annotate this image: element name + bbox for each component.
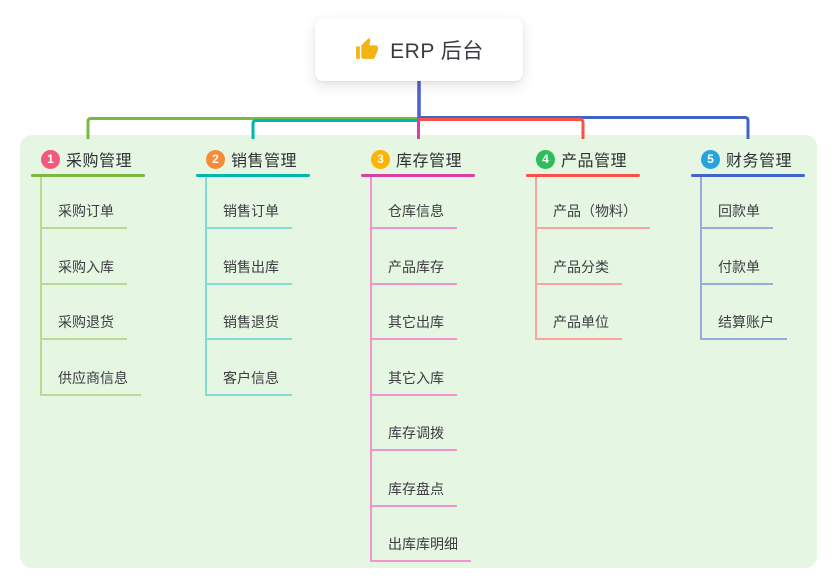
branch-item: 产品库存 bbox=[372, 229, 457, 285]
branch-item-label: 付款单 bbox=[718, 258, 760, 275]
branch-item-label: 其它出库 bbox=[388, 314, 444, 330]
branch-item-label: 仓库信息 bbox=[388, 203, 444, 219]
branch-item-label: 结算账户 bbox=[718, 314, 774, 330]
branch-item: 产品分类 bbox=[537, 229, 622, 285]
branch-item: 回款单 bbox=[702, 177, 773, 229]
branch-title: 销售管理 bbox=[231, 153, 298, 170]
branch-item: 销售退货 bbox=[207, 285, 292, 340]
branch-number-badge: 5 bbox=[701, 149, 720, 169]
branch-number-badge: 2 bbox=[206, 149, 225, 169]
branch-underline bbox=[361, 174, 475, 177]
branch-item-label: 库存调拨 bbox=[388, 425, 444, 441]
branch-header: 2 销售管理 bbox=[196, 148, 358, 170]
panel-background bbox=[20, 135, 817, 568]
branch-items: 仓库信息产品库存其它出库其它入库库存调拨库存盘点出库库明细 bbox=[370, 177, 471, 562]
branch-item: 采购订单 bbox=[42, 177, 127, 229]
branch-column: 4 产品管理 产品（物料） 产品分类产品单位 bbox=[526, 148, 688, 340]
branch-item-label: 产品单位 bbox=[553, 314, 609, 330]
branch-item-label: 销售退货 bbox=[223, 314, 279, 330]
branch-item: 销售出库 bbox=[207, 229, 292, 285]
branch-column: 2 销售管理 销售订单销售出库销售退货客户信息 bbox=[196, 148, 358, 396]
branch-title: 财务管理 bbox=[726, 153, 793, 170]
branch-title: 采购管理 bbox=[66, 153, 133, 170]
branch-column: 5 财务管理 回款单付款单结算账户 bbox=[691, 148, 839, 340]
branch-item-label: 采购入库 bbox=[58, 258, 114, 275]
branch-item-label: 出库库明细 bbox=[388, 536, 458, 552]
branch-item: 付款单 bbox=[702, 229, 773, 285]
thumbs-up-icon-path bbox=[356, 38, 379, 59]
branch-item: 库存调拨 bbox=[372, 396, 457, 451]
branch-underline bbox=[691, 174, 805, 177]
branch-number-badge: 4 bbox=[536, 149, 555, 169]
branch-item: 结算账户 bbox=[702, 285, 787, 340]
branch-column: 1 采购管理 采购订单采购入库采购退货供应商信息 bbox=[31, 148, 193, 396]
branch-title: 库存管理 bbox=[396, 153, 463, 170]
branch-item: 产品（物料） bbox=[537, 177, 650, 229]
branch-item-label: 产品（物料） bbox=[553, 203, 637, 219]
branch-item-label: 产品分类 bbox=[553, 258, 609, 275]
branch-item: 其它出库 bbox=[372, 285, 457, 340]
root-node: ERP 后台 bbox=[315, 18, 523, 81]
thumbs-up-icon bbox=[356, 38, 379, 59]
branch-header: 3 库存管理 bbox=[361, 148, 523, 170]
branch-item-label: 销售订单 bbox=[223, 203, 279, 219]
branch-item-label: 采购订单 bbox=[58, 203, 114, 219]
branch-item-label: 销售出库 bbox=[223, 258, 279, 275]
branch-title: 产品管理 bbox=[561, 153, 628, 170]
branch-item-label: 库存盘点 bbox=[388, 480, 444, 497]
branch-item-label: 其它入库 bbox=[388, 369, 444, 386]
branch-items: 回款单付款单结算账户 bbox=[700, 177, 787, 340]
branch-item-label: 采购退货 bbox=[58, 314, 114, 330]
branch-item: 产品单位 bbox=[537, 285, 622, 340]
branch-header: 4 产品管理 bbox=[526, 148, 688, 170]
branch-item: 库存盘点 bbox=[372, 451, 457, 507]
branch-header: 1 采购管理 bbox=[31, 148, 193, 170]
branch-item: 销售订单 bbox=[207, 177, 292, 229]
branch-number-badge: 1 bbox=[41, 149, 60, 169]
branch-item: 采购入库 bbox=[42, 229, 127, 285]
branch-item-label: 回款单 bbox=[718, 203, 760, 219]
branch-underline bbox=[196, 174, 310, 177]
branch-item: 供应商信息 bbox=[42, 340, 141, 396]
branch-item-label: 供应商信息 bbox=[58, 369, 128, 386]
branch-underline bbox=[31, 174, 145, 177]
branch-item: 客户信息 bbox=[207, 340, 292, 396]
root-title: ERP 后台 bbox=[390, 39, 484, 63]
branch-item: 仓库信息 bbox=[372, 177, 457, 229]
branch-header: 5 财务管理 bbox=[691, 148, 839, 170]
branch-items: 采购订单采购入库采购退货供应商信息 bbox=[40, 177, 141, 396]
branch-number-badge: 3 bbox=[371, 149, 390, 169]
branch-item-label: 产品库存 bbox=[388, 258, 444, 275]
branch-item: 其它入库 bbox=[372, 340, 457, 396]
branch-items: 产品（物料） 产品分类产品单位 bbox=[535, 177, 650, 340]
branch-underline bbox=[526, 174, 640, 177]
branch-item-label: 客户信息 bbox=[223, 369, 279, 386]
branch-items: 销售订单销售出库销售退货客户信息 bbox=[205, 177, 292, 396]
branch-item: 出库库明细 bbox=[372, 507, 471, 562]
branch-column: 3 库存管理 仓库信息产品库存其它出库其它入库库存调拨库存盘点出库库明细 bbox=[361, 148, 523, 562]
branch-item: 采购退货 bbox=[42, 285, 127, 340]
